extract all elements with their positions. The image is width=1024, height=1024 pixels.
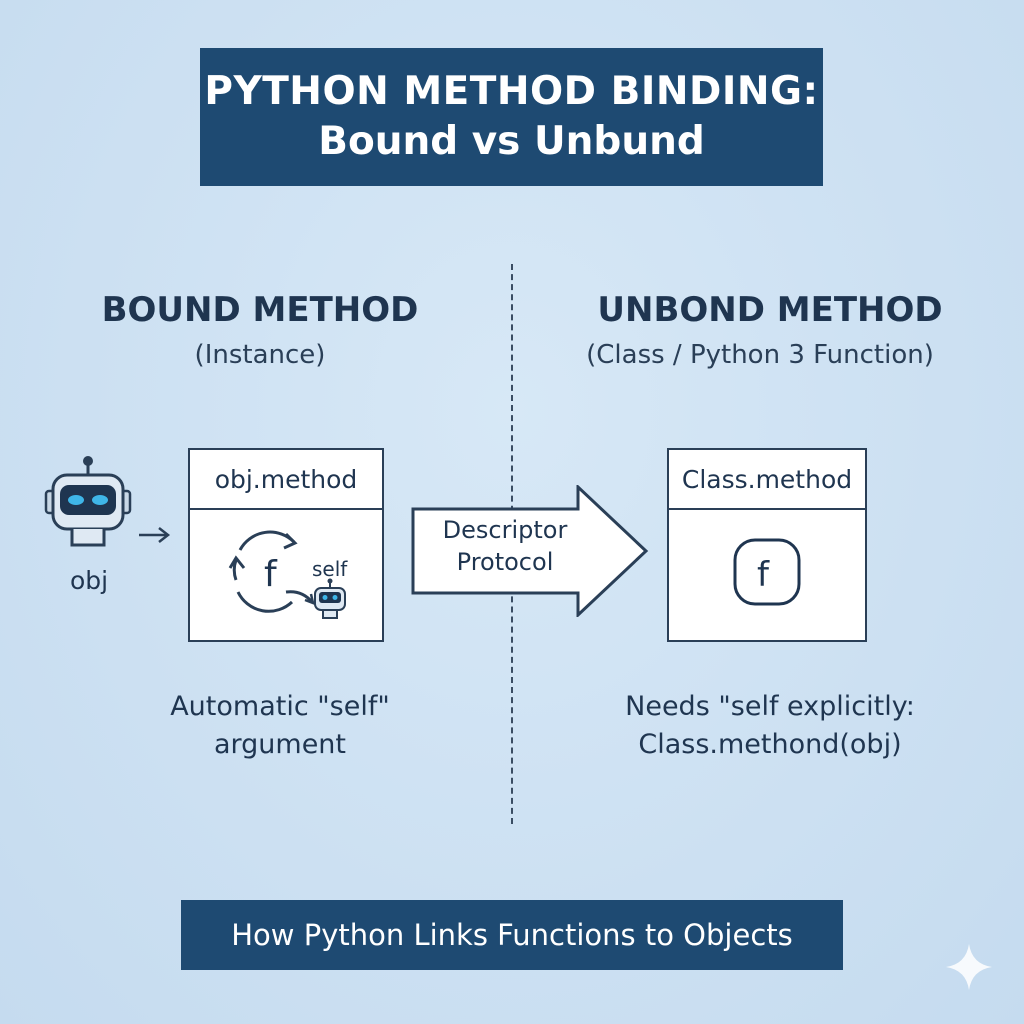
arrow-label-line-1: Descriptor <box>442 516 568 544</box>
function-icon: f <box>669 510 865 638</box>
footer-text: How Python Links Functions to Objects <box>231 918 793 952</box>
title-line-2: Bound vs Unbund <box>318 119 705 164</box>
unbound-caption-line-2: Class.methond(obj) <box>638 729 902 760</box>
arrow-label-line-2: Protocol <box>456 548 554 576</box>
unbound-method-subheading: (Class / Python 3 Function) <box>586 340 934 370</box>
pointer-arrow-icon <box>139 527 171 543</box>
function-glyph: f <box>757 555 770 595</box>
bound-caption-line-1: Automatic "self" <box>170 691 390 722</box>
descriptor-arrow <box>411 485 649 617</box>
cycle-arrows-icon <box>228 530 298 613</box>
descriptor-arrow-label: Descriptor Protocol <box>420 514 590 578</box>
bound-method-heading: BOUND METHOD <box>101 290 419 330</box>
title-line-1: PYTHON METHOD BINDING: <box>204 69 819 114</box>
unbound-method-box-label: Class.method <box>669 450 865 510</box>
bound-caption: Automatic "self" argument <box>120 688 440 764</box>
bound-method-box: obj.method f self <box>188 448 384 642</box>
unbound-method-box: Class.method f <box>667 448 867 642</box>
mini-robot-icon <box>314 578 346 619</box>
sparkle-icon <box>946 944 992 990</box>
unbound-caption-line-1: Needs "self explicitly: <box>625 691 915 722</box>
bound-caption-line-2: argument <box>213 729 347 760</box>
self-label: self <box>312 557 348 581</box>
unbound-caption: Needs "self explicitly: Class.methond(ob… <box>580 688 960 764</box>
footer-banner: How Python Links Functions to Objects <box>181 900 843 970</box>
unbound-method-heading: UNBOND METHOD <box>597 290 943 330</box>
function-glyph: f <box>264 554 278 595</box>
title-banner: PYTHON METHOD BINDING: Bound vs Unbund <box>200 48 823 186</box>
robot-icon <box>38 455 138 595</box>
bound-function-illustration: f self <box>190 510 382 638</box>
bound-method-box-label: obj.method <box>190 450 382 510</box>
object-label: obj <box>70 566 109 595</box>
bound-method-subheading: (Instance) <box>194 340 326 370</box>
